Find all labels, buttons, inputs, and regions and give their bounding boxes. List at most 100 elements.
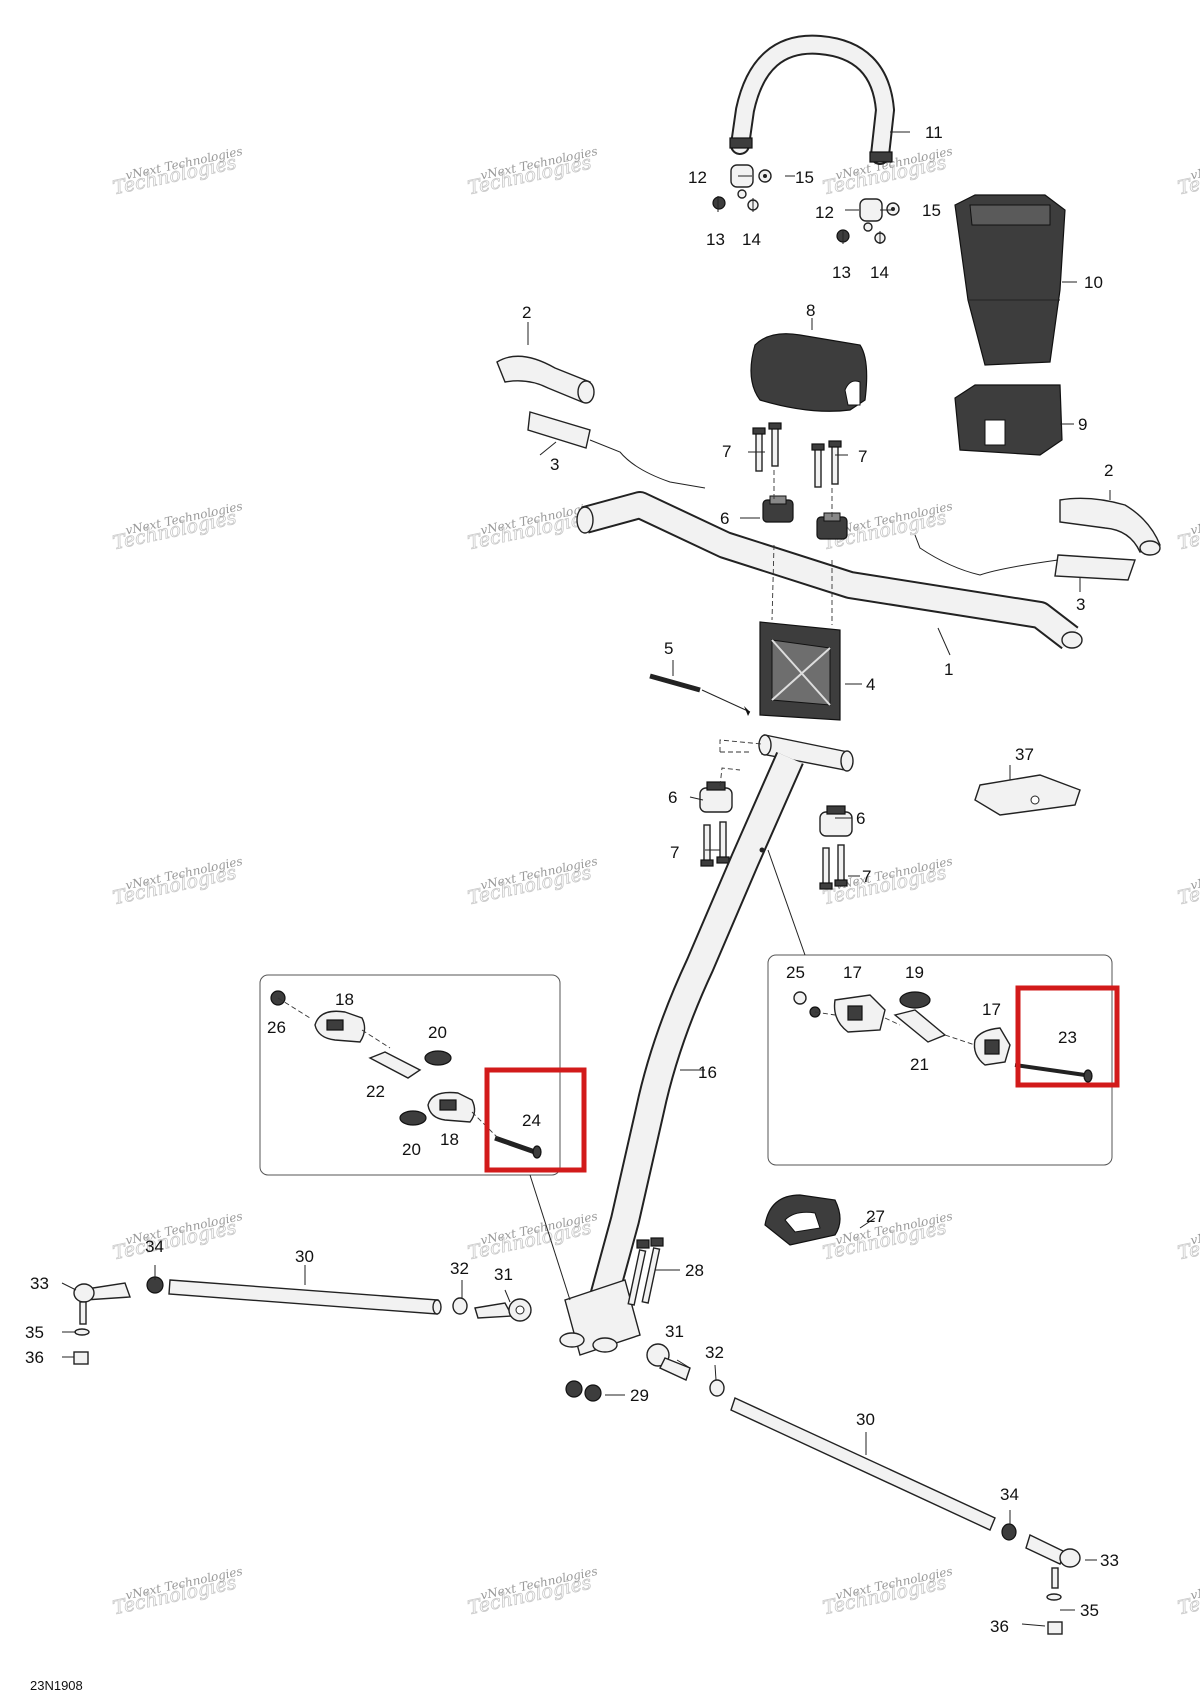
label-35: 35 [1080,1601,1099,1620]
label-19: 19 [905,963,924,982]
watermark-text: vNext Technologies [1189,854,1200,892]
part-31-rod-end-right[interactable] [646,1343,691,1381]
diagram-code: 23N1908 [30,1678,83,1693]
part-6-clamp-lower-right[interactable] [819,805,853,837]
part-10-steering-cover[interactable] [954,194,1066,366]
highlight-part-23 [1015,985,1120,1088]
part-36-nut-right[interactable] [1047,1621,1063,1635]
label-37: 37 [1015,745,1034,764]
label-35: 35 [25,1323,44,1342]
part-20-bushing-lower[interactable] [399,1110,427,1126]
part-1-handlebar[interactable] [576,491,1083,650]
label-1: 1 [944,660,953,679]
part-24-bolt[interactable] [494,1135,542,1159]
part-32-jam-nut-right-inner[interactable] [709,1379,725,1397]
part-6-clamp-upper-left[interactable] [762,495,794,523]
label-3: 3 [1076,595,1085,614]
part-12-clamp-right[interactable] [859,198,883,232]
part-35-washer-left[interactable] [74,1328,90,1336]
label-8: 8 [806,301,815,320]
label-6: 6 [720,509,729,528]
label-5: 5 [664,639,673,658]
part-15-washer-right[interactable] [886,202,900,216]
label-30: 30 [295,1247,314,1266]
part-30-tie-rod-right[interactable] [730,1397,996,1531]
label-32: 32 [705,1343,724,1362]
part-21-spacer[interactable] [893,1009,947,1043]
watermark-text: vNext Technologies [1189,1564,1200,1602]
part-16-column-head[interactable] [758,734,854,772]
part-13-bolt-left[interactable] [712,196,726,210]
part-11-grab-handle[interactable] [729,34,896,165]
part-34-jam-nut-right[interactable] [1001,1523,1017,1541]
label-7: 7 [862,867,871,886]
part-7-bolts-lower[interactable] [700,821,848,890]
part-12-clamp-left[interactable] [730,164,754,199]
part-7-bolts-upper[interactable] [752,422,842,488]
part-33-tie-rod-end-right[interactable] [1025,1534,1081,1589]
part-3-lever-left[interactable] [527,411,706,489]
label-3: 3 [550,455,559,474]
part-22-spacer[interactable] [368,1051,422,1079]
part-18-bracket-upper[interactable] [314,1010,366,1043]
part-16-steering-column[interactable] [559,751,804,1356]
part-30-tie-rod-left[interactable] [168,1279,442,1315]
part-27-boot[interactable] [764,1194,841,1246]
label-7: 7 [670,843,679,862]
part-20-bushing-upper[interactable] [424,1050,452,1066]
label-33: 33 [30,1274,49,1293]
label-13: 13 [706,230,725,249]
part-4-riser-block[interactable] [759,621,841,721]
part-3-lever-right[interactable] [914,534,1136,581]
label-12: 12 [688,168,707,187]
label-20: 20 [402,1140,421,1159]
label-13: 13 [832,263,851,282]
part-2-grip-right[interactable] [1059,497,1161,556]
label-6: 6 [668,788,677,807]
part-17-bracket-left[interactable] [833,994,886,1033]
part-17-bracket-right[interactable] [973,1027,1011,1066]
part-6-clamp-lower-left[interactable] [699,781,733,813]
part-33-tie-rod-end-left[interactable] [73,1282,131,1325]
callout-labels: 11 12 12 13 13 14 14 15 15 10 8 9 2 2 3 … [25,123,1119,1636]
label-22: 22 [366,1082,385,1101]
part-29-nuts[interactable] [565,1380,602,1402]
label-15: 15 [922,201,941,220]
label-14: 14 [870,263,889,282]
part-28-bolts[interactable] [627,1237,664,1306]
part-8-handlebar-pad[interactable] [750,333,868,412]
part-5-pin[interactable] [649,673,751,716]
part-25-nut-detail[interactable] [793,991,821,1018]
label-30: 30 [856,1410,875,1429]
part-2-grip-left[interactable] [496,355,595,404]
label-29: 29 [630,1386,649,1405]
part-37-plate[interactable] [974,774,1081,816]
part-19-bushing[interactable] [899,991,931,1009]
label-25: 25 [786,963,805,982]
part-36-nut-left[interactable] [73,1351,89,1365]
label-16: 16 [698,1063,717,1082]
part-35-washer-right[interactable] [1046,1593,1062,1601]
part-15-washer-left[interactable] [758,169,772,183]
part-23-bolt[interactable] [1014,1063,1093,1083]
part-18-bracket-lower[interactable] [427,1091,476,1123]
label-18: 18 [440,1130,459,1149]
label-32: 32 [450,1259,469,1278]
part-32-jam-nut-left-inner[interactable] [452,1297,468,1315]
label-14: 14 [742,230,761,249]
detail-box-right [767,954,1113,1166]
label-24: 24 [522,1111,541,1130]
label-34: 34 [1000,1485,1019,1504]
part-9-lower-cover[interactable] [954,384,1063,456]
part-31-rod-end-left[interactable] [474,1298,532,1322]
